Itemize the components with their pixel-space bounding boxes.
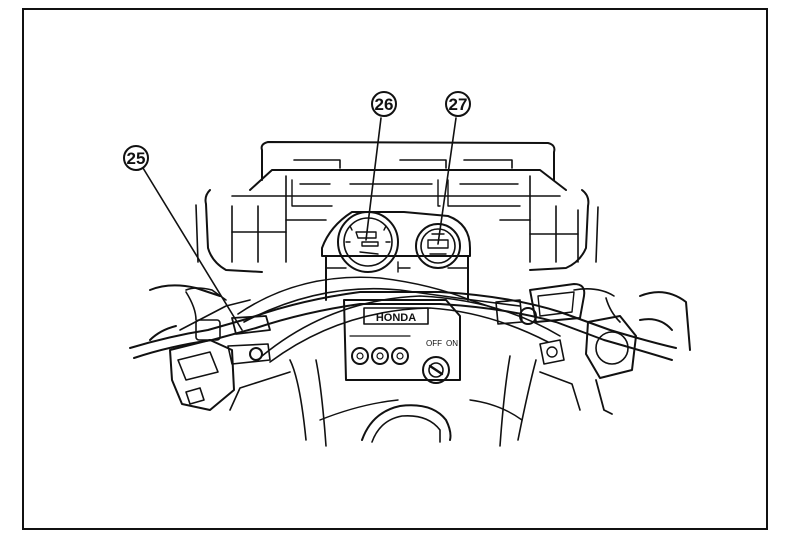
callout-27: 27 (445, 91, 471, 117)
speedometer (337, 211, 399, 273)
page-frame (22, 8, 768, 530)
leader-25 (142, 167, 243, 331)
brand-label: HONDA (376, 312, 416, 324)
callout-26: 26 (371, 91, 397, 117)
right-brake-assembly (495, 283, 637, 415)
indicator-gauge (415, 223, 461, 269)
left-switch-housing (169, 315, 271, 411)
callout-leaders (142, 117, 457, 331)
ignition-off-label: OFF (426, 339, 442, 348)
callout-26-label: 26 (375, 95, 394, 114)
ignition-on-label: ON (446, 339, 458, 348)
leader-27 (437, 117, 457, 245)
ignition-switch: OFF ON (422, 339, 458, 384)
callout-27-label: 27 (449, 95, 468, 114)
control-panel: HONDA (343, 299, 461, 381)
leader-26 (365, 117, 382, 241)
callout-25: 25 (123, 145, 149, 171)
cargo-rack (195, 141, 599, 273)
handlebar (129, 276, 677, 363)
front-body (149, 284, 691, 447)
callout-25-label: 25 (127, 149, 146, 168)
